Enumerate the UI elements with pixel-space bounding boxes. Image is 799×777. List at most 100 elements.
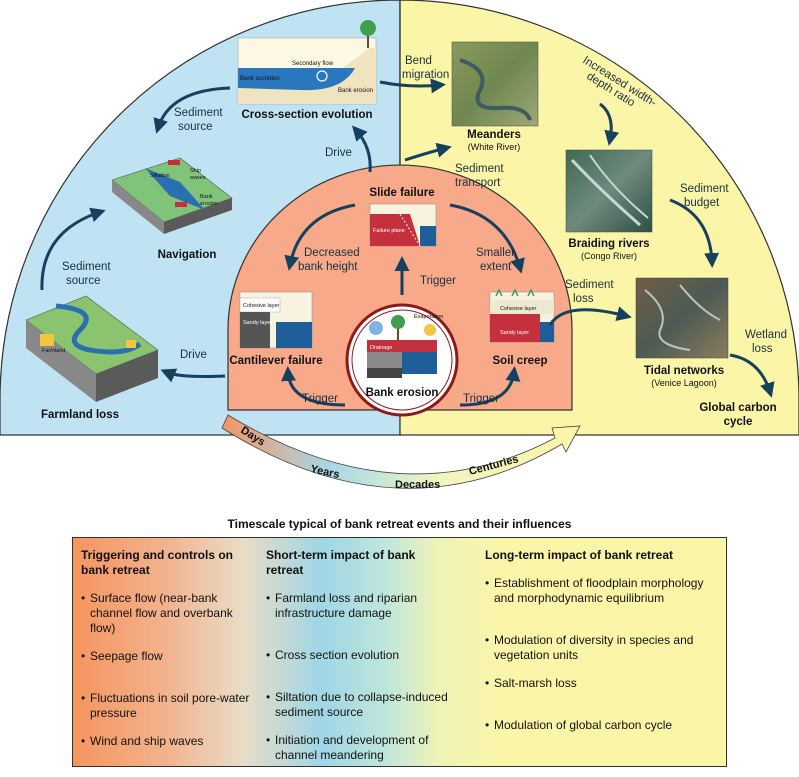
list-item: Establishment of floodplain morphology a…: [485, 576, 720, 606]
arrow-smaller-extent: [449, 203, 525, 274]
arrow-decreased-height: [284, 203, 356, 271]
navigation-node: Siltation Ship waves Bank erosion Naviga…: [111, 157, 233, 261]
sediment-budget-label-2: budget: [684, 197, 720, 209]
wetland-loss-label: Wetland: [745, 329, 787, 341]
trigger-label-top: Trigger: [420, 275, 456, 287]
ship-waves-label: Ship: [190, 168, 201, 174]
ship-waves-label-2: waves: [189, 175, 206, 181]
failure-plane-label: Failure plane: [373, 228, 405, 234]
global-carbon-title: Global carbon: [699, 402, 776, 414]
arrow-sediment-source-left: [40, 207, 106, 291]
bank-erosion-small-label: Bank erosion: [338, 88, 373, 94]
sediment-budget-label: Sediment: [680, 183, 729, 195]
column-triggering-title: Triggering and controls on bank retreat: [81, 548, 234, 577]
column-short-term-title: Short-term impact of bank retreat: [266, 548, 416, 577]
global-carbon-title-2: cycle: [724, 416, 753, 428]
slide-failure-node: Slide failure Failure plane: [369, 187, 437, 247]
arrow-drive-up: [352, 125, 372, 173]
arrow-trigger-left: [281, 366, 346, 407]
column-triggering: Triggering and controls on bank retreat …: [81, 548, 261, 749]
decreased-height-label-2: bank height: [298, 261, 358, 273]
timescale-caption: Timescale typical of bank retreat events…: [227, 517, 572, 531]
column-short-term: Short-term impact of bank retreat Farmla…: [266, 548, 456, 763]
meanders-title: Meanders: [467, 129, 521, 141]
sediment-loss-label-2: loss: [573, 293, 594, 305]
nav-bank-label: Bank: [200, 194, 213, 200]
wetland-loss-label-2: loss: [752, 343, 773, 355]
sediment-loss-label: Sediment: [565, 279, 614, 291]
bend-migration-label-2: migration: [402, 69, 449, 81]
timescale-arrow: Days Years Decades Centuries: [221, 414, 581, 491]
list-item: Seepage flow: [81, 649, 261, 664]
drainage-label: Drainage: [370, 345, 392, 351]
trigger-label-left: Trigger: [302, 393, 338, 405]
cantilever-failure-title: Cantilever failure: [229, 355, 322, 367]
tidal-sub: (Venice Lagoon): [651, 378, 717, 388]
inner-dome: [227, 164, 573, 411]
farmland-label: Farmland: [42, 348, 65, 354]
farmland-loss-title: Farmland loss: [41, 409, 119, 421]
column-long-term-title: Long-term impact of bank retreat: [485, 548, 674, 562]
arrow-sediment-source-top: [153, 86, 231, 134]
bank-erosion-circle: Evaporation Drainage Bank erosion: [345, 303, 459, 417]
navigation-title: Navigation: [158, 249, 217, 261]
slide-failure-title: Slide failure: [369, 187, 434, 199]
smaller-extent-label: Smaller: [476, 247, 515, 259]
arrow-sediment-loss: [548, 306, 632, 326]
meanders-sub: (White River): [468, 142, 521, 152]
arrow-sediment-transport: [404, 142, 452, 162]
evaporation-label: Evaporation: [414, 314, 443, 320]
soil-creep-node: Cohesive layer Sandy layer Soil creep: [489, 288, 555, 367]
arrow-trigger-right: [459, 366, 521, 407]
column-long-term: Long-term impact of bank retreat Establi…: [485, 548, 720, 733]
list-item: Wind and ship waves: [81, 734, 261, 749]
soil-creep-title: Soil creep: [493, 355, 548, 367]
timescale-years: Years: [309, 463, 340, 481]
drive-label-up: Drive: [325, 147, 352, 159]
smaller-extent-label-2: extent: [480, 261, 512, 273]
list-item: Farmland loss and riparian infrastructur…: [266, 591, 456, 621]
braiding-sub: (Congo River): [581, 251, 637, 261]
braiding-node: Braiding rivers (Congo River): [565, 149, 653, 261]
decreased-height-label: Decreased: [304, 247, 360, 259]
arrow-width-depth: [599, 102, 620, 146]
list-item: Siltation due to collapse-induced sedime…: [266, 690, 456, 720]
list-item: Modulation of global carbon cycle: [485, 718, 720, 733]
arrow-drive-left: [160, 368, 226, 383]
list-item: Surface flow (near-bank channel flow and…: [81, 591, 261, 636]
sediment-source-label-2b: source: [66, 275, 101, 287]
cross-section-title: Cross-section evolution: [242, 109, 373, 121]
cantilever-failure-node: Cohesive layer Sandy layer Cantilever fa…: [229, 291, 323, 367]
meanders-node: Meanders (White River): [451, 41, 539, 152]
timescale-decades: Decades: [395, 479, 440, 491]
siltation-label: Siltation: [150, 173, 170, 179]
sediment-source-label-2: Sediment: [62, 261, 111, 273]
summary-table: Triggering and controls on bank retreat …: [72, 537, 727, 767]
list-item: Modulation of diversity in species and v…: [485, 633, 720, 663]
list-item: Initiation and development of channel me…: [266, 733, 456, 763]
braiding-title: Braiding rivers: [568, 238, 649, 250]
sediment-transport-label-2: transport: [455, 177, 501, 189]
sandy-layer-label-2: Sandy layer: [500, 330, 529, 336]
sediment-source-label-1b: source: [178, 121, 213, 133]
list-item: Fluctuations in soil pore-water pressure: [81, 691, 261, 721]
list-item: Cross section evolution: [266, 648, 456, 663]
bank-accretion-label: Bank accretion: [240, 76, 280, 82]
sediment-source-label-1: Sediment: [174, 107, 223, 119]
sandy-layer-label-1: Sandy layer: [243, 320, 272, 326]
list-item: Salt-marsh loss: [485, 676, 720, 691]
arrow-wetland-loss: [729, 353, 775, 398]
secondary-flow-label: Secondary flow: [292, 61, 334, 67]
bank-erosion-title: Bank erosion: [366, 387, 439, 399]
cohesive-layer-label-2: Cohesive layer: [500, 306, 537, 312]
cross-section-node: Secondary flow Bank accretion Bank erosi…: [237, 20, 377, 121]
bend-migration-label: Bend: [405, 55, 432, 67]
trigger-label-right: Trigger: [463, 393, 499, 405]
drive-label-left: Drive: [180, 349, 207, 361]
cohesive-layer-label-1: Cohesive layer: [243, 303, 280, 309]
tidal-title: Tidal networks: [644, 365, 724, 377]
farmland-loss-node: Farmland Farmland loss: [25, 295, 159, 421]
arrow-sediment-budget: [669, 198, 720, 268]
nav-erosion-label: erosion: [200, 201, 218, 207]
